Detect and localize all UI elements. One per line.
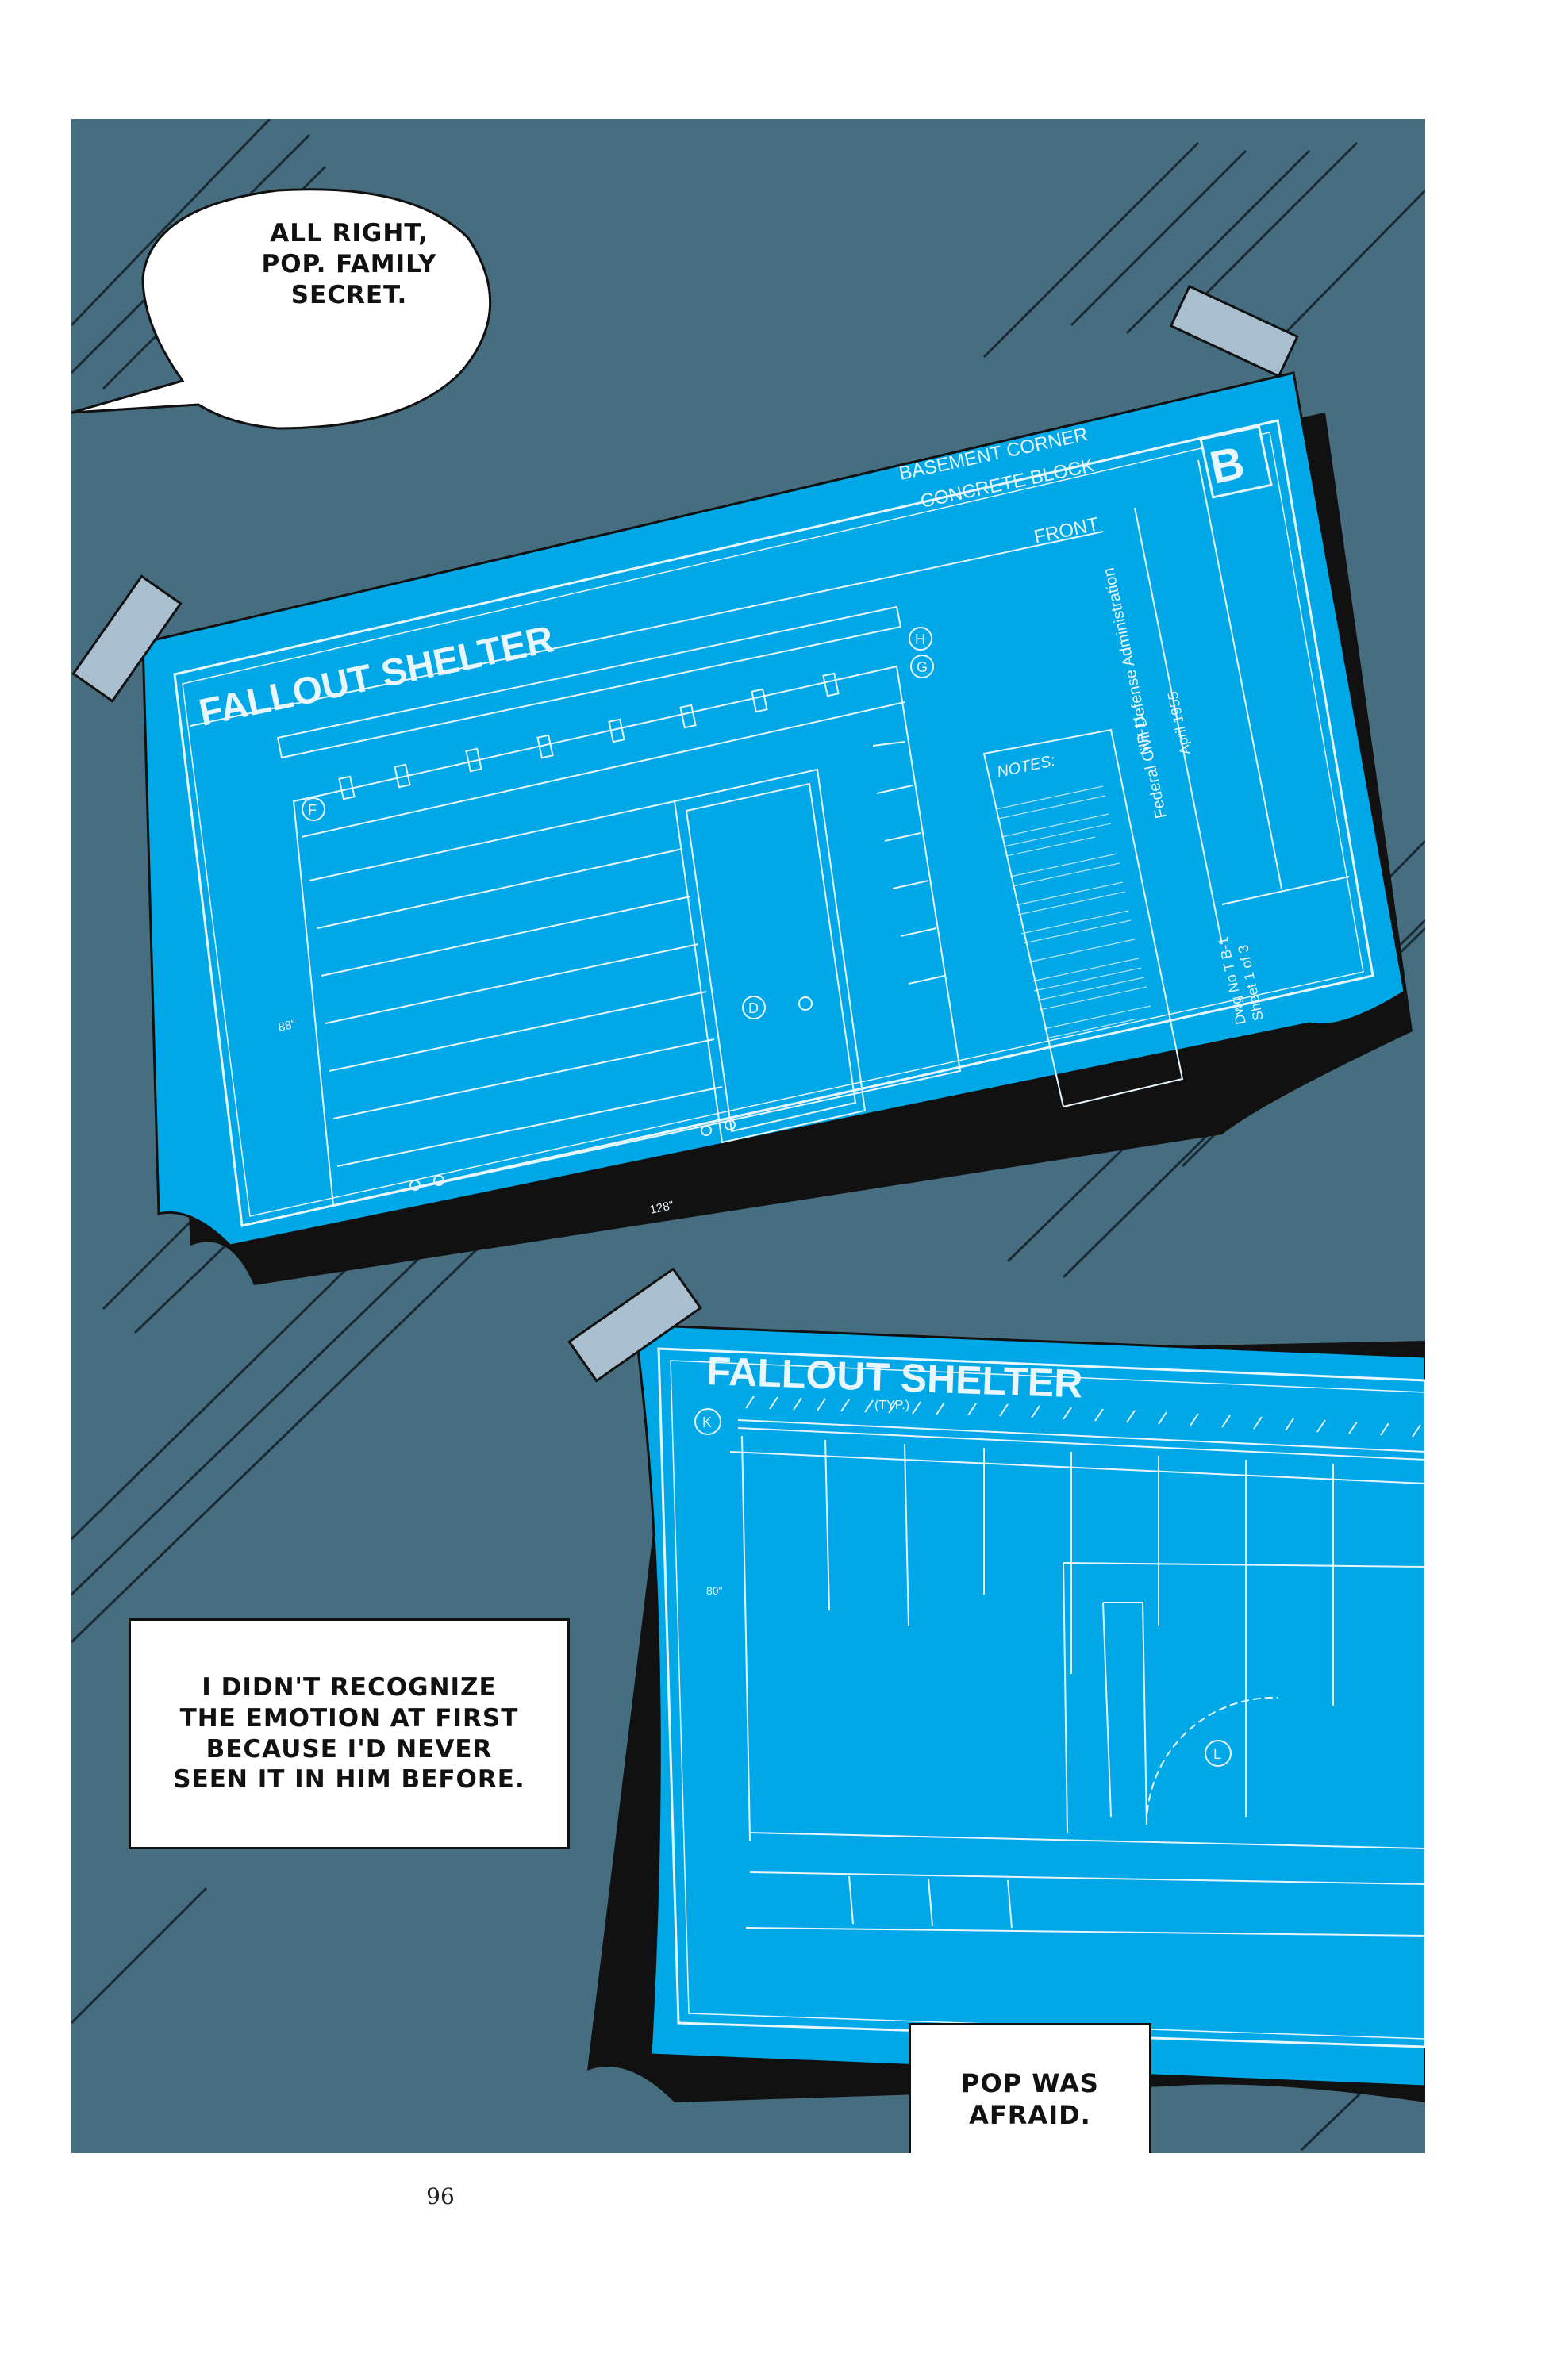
blueprint-sheet-1: H G F D FALLOUT SHELTER BASEMENT CORNER …	[71, 284, 1413, 1285]
tape-strip	[567, 1267, 702, 1383]
notes-text-lines	[995, 785, 1151, 1039]
speech-line: POP. FAMILY	[261, 250, 437, 278]
blueprint-2-typ-label: (TYP.)	[874, 1399, 909, 1412]
caption-box-2: POP WAS AFRAID.	[909, 2023, 1151, 2153]
speech-line: SECRET.	[290, 281, 408, 309]
marker-circles-1	[302, 627, 934, 1019]
caption-line: THE EMOTION AT FIRST	[179, 1703, 519, 1733]
blueprint-sheet-2: K L FALLOUT SHELTER (TYP.) 80"	[567, 1267, 1425, 2102]
panel-artwork: H G F D FALLOUT SHELTER BASEMENT CORNER …	[71, 119, 1425, 2152]
marker-l: L	[1213, 1746, 1221, 1762]
page-number: 96	[426, 2183, 455, 2209]
hatch-top	[745, 1395, 1421, 1438]
speech-bubble-text: ALL RIGHT, POP. FAMILY SECRET.	[230, 218, 468, 311]
comic-panel: H G F D FALLOUT SHELTER BASEMENT CORNER …	[71, 119, 1425, 2153]
blueprint-1-height-dimension: 88"	[277, 1018, 297, 1035]
caption-line: I DIDN'T RECOGNIZE	[202, 1673, 497, 1702]
marker-g: G	[917, 659, 928, 675]
speech-line: ALL RIGHT,	[270, 219, 429, 248]
caption-line: POP WAS	[961, 2068, 1099, 2098]
caption-line: SEEN IT IN HIM BEFORE.	[173, 1765, 525, 1795]
tape-strip	[1169, 284, 1299, 378]
marker-h: H	[915, 631, 925, 647]
marker-k: K	[702, 1415, 712, 1430]
speech-bubble	[71, 188, 492, 430]
caption-line: AFRAID.	[969, 2100, 1091, 2130]
caption-line: BECAUSE I'D NEVER	[206, 1734, 493, 1764]
tape-strip	[71, 574, 183, 703]
blueprint-1-width-dimension: 128"	[648, 1199, 675, 1217]
blueprint-2-dimension: 80"	[706, 1584, 723, 1597]
caption-box-1: I DIDN'T RECOGNIZE THE EMOTION AT FIRST …	[129, 1618, 570, 1849]
marker-d: D	[748, 1000, 759, 1016]
marker-f: F	[308, 802, 317, 818]
